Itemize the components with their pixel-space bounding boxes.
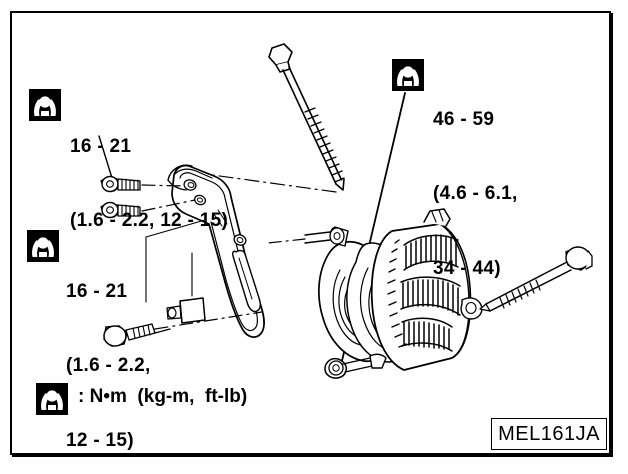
torque-spec-icon: [392, 59, 424, 91]
units-legend: : N•m (kg-m, ft-lb): [78, 386, 248, 407]
callout-upper-right-line2: (4.6 - 6.1,: [433, 183, 518, 205]
callout-upper-right-line1: 46 - 59: [433, 109, 495, 131]
callout-upper-left-line2: (1.6 - 2.2, 12 - 15): [70, 210, 229, 232]
figure-reference-code: MEL161JA: [491, 418, 607, 450]
figure-frame-shadow: [12, 13, 613, 457]
callout-upper-left: 16 - 21 (1.6 - 2.2, 12 - 15): [70, 86, 228, 284]
callout-mid-left-line2: (1.6 - 2.2,: [66, 355, 151, 377]
callout-upper-right: 46 - 59 (4.6 - 6.1, 34 - 44): [433, 59, 518, 331]
figure-frame: [10, 11, 611, 455]
callout-mid-left: 16 - 21 (1.6 - 2.2, 12 - 15): [66, 231, 151, 474]
torque-spec-icon: [29, 89, 61, 121]
callout-upper-right-line3: 34 - 44): [433, 257, 501, 279]
torque-spec-icon: [36, 383, 68, 415]
callout-mid-left-line1: 16 - 21: [66, 281, 128, 303]
torque-spec-icon: [27, 230, 59, 262]
callout-mid-left-line3: 12 - 15): [66, 429, 134, 451]
callout-upper-left-line1: 16 - 21: [70, 136, 132, 158]
